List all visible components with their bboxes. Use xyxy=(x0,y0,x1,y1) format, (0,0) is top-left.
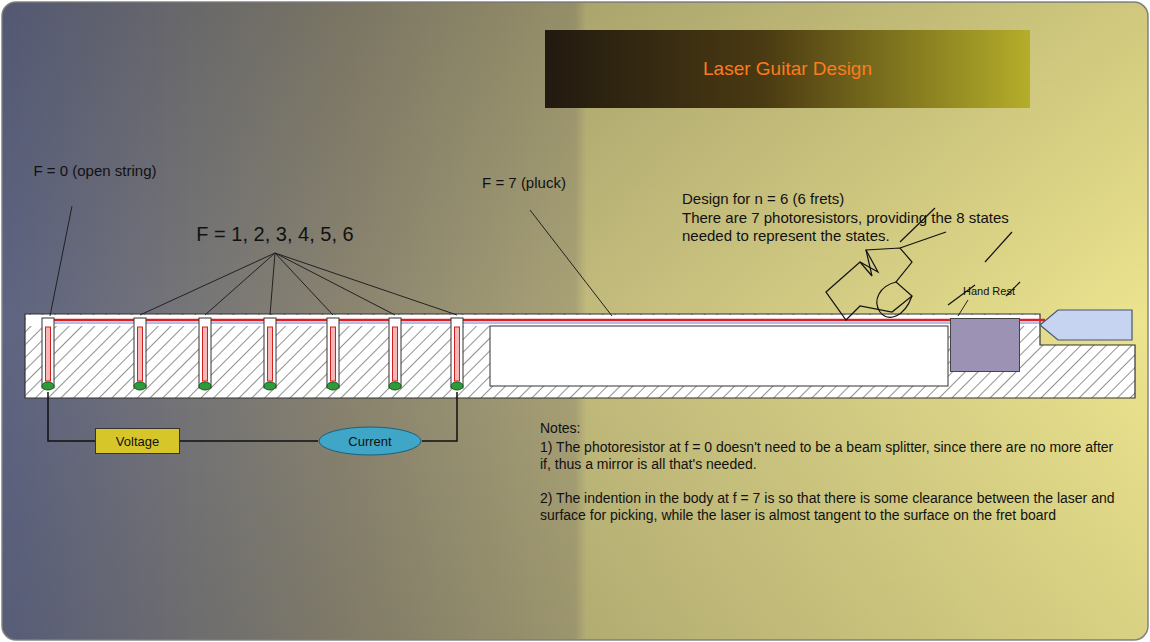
photoresistor xyxy=(264,382,276,390)
note-text: 2) The indention in the body at f = 7 is… xyxy=(540,490,1125,524)
fret-label: F = 1, 2, 3, 4, 5, 6 xyxy=(135,222,415,246)
node-label: Current xyxy=(348,434,391,449)
current-ellipse: Current xyxy=(318,426,422,456)
beam-drop xyxy=(331,327,336,381)
photoresistor xyxy=(199,382,211,390)
photoresistor xyxy=(327,382,339,390)
guitar-body xyxy=(25,314,1135,398)
sensor-slot xyxy=(327,318,339,388)
design-note: Design for n = 6 (6 frets) xyxy=(682,190,1027,208)
node-label: Voltage xyxy=(116,434,159,449)
wire xyxy=(48,392,95,441)
photoresistors xyxy=(42,318,463,390)
leader-line xyxy=(270,253,275,315)
leader-line xyxy=(958,300,968,316)
node-label: Hand Rest xyxy=(963,285,1015,297)
laser-beam xyxy=(48,319,1045,322)
beam-drop xyxy=(455,327,460,381)
sensor-slot xyxy=(42,318,54,388)
photoresistor xyxy=(451,382,463,390)
notes-heading: Notes: xyxy=(540,420,1125,437)
leader-line xyxy=(275,253,457,315)
note-text: 1) The photoresistor at f = 0 doesn't ne… xyxy=(540,439,1125,473)
beam-drop xyxy=(138,327,143,381)
leader-line xyxy=(140,253,275,315)
laser-head xyxy=(1040,310,1132,340)
design-note: There are 7 photoresistors, providing th… xyxy=(682,209,1027,245)
title-band xyxy=(545,30,1030,108)
leader-line xyxy=(205,253,275,315)
photoresistor xyxy=(389,382,401,390)
sensor-slot xyxy=(264,318,276,388)
beam-drop xyxy=(268,327,273,381)
slide-title: Laser Guitar Design xyxy=(545,30,1030,108)
sensor-slot xyxy=(134,318,146,388)
sensor-slot xyxy=(199,318,211,388)
hand-rest: Hand Rest xyxy=(950,318,1020,372)
wire-connector xyxy=(180,440,318,442)
photoresistor xyxy=(134,382,146,390)
fret-label: F = 7 (pluck) xyxy=(476,174,572,192)
leader-line xyxy=(275,253,395,315)
beam-drop xyxy=(203,327,208,381)
leader-line xyxy=(275,253,333,315)
beam-drop xyxy=(46,327,51,381)
leader-line xyxy=(50,206,72,316)
sensor-slot xyxy=(389,318,401,388)
fret-label: F = 0 (open string) xyxy=(28,162,162,180)
pick-indentation xyxy=(490,326,948,386)
ellipse-shape xyxy=(319,427,421,455)
wire xyxy=(422,392,457,441)
sensor-slot xyxy=(451,318,463,388)
beam-drop xyxy=(393,327,398,381)
photoresistor xyxy=(42,382,54,390)
leader-line xyxy=(530,210,612,316)
voltage-box: Voltage xyxy=(95,428,180,454)
beam-edge xyxy=(48,323,1040,324)
leader-lines xyxy=(140,253,457,315)
